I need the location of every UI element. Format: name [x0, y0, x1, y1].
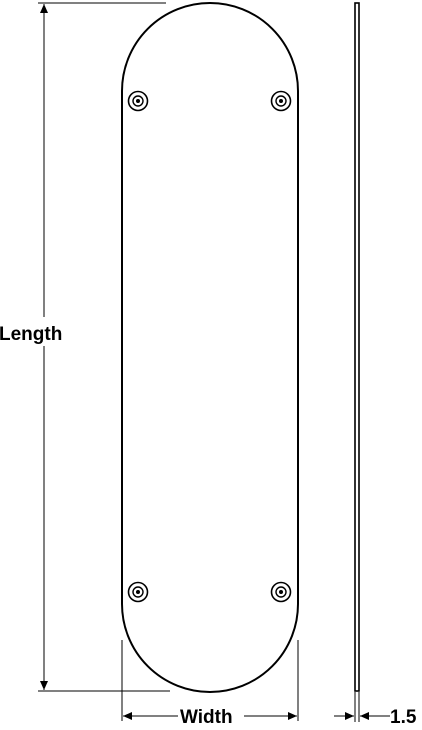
push-plate-side-view: [354, 2, 360, 692]
thickness-label: 1.5: [390, 707, 417, 728]
screw-hole-bottom-left: [127, 581, 149, 603]
screw-hole-top-left: [127, 90, 149, 112]
length-label: Length: [0, 324, 62, 345]
screw-hole-top-right: [270, 90, 292, 112]
width-label: Width: [180, 707, 233, 728]
push-plate-outline: [121, 2, 299, 693]
screw-hole-bottom-right: [270, 581, 292, 603]
